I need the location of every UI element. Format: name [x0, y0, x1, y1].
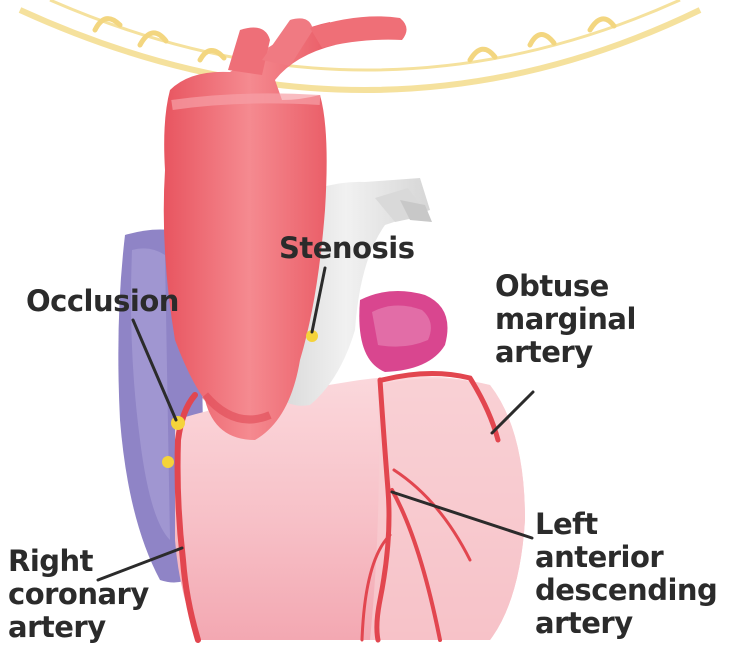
watermark-seal: [20, 0, 700, 90]
stenosis-label: Stenosis: [279, 232, 414, 265]
occlusion-marker-2: [162, 456, 174, 468]
occlusion-marker: [171, 416, 185, 430]
occlusion-label: Occlusion: [26, 285, 179, 318]
obtuse-marginal-label: Obtuse marginal artery: [495, 270, 636, 369]
right-coronary-label: Right coronary artery: [8, 545, 149, 644]
lad-label: Left anterior descending artery: [535, 508, 717, 640]
